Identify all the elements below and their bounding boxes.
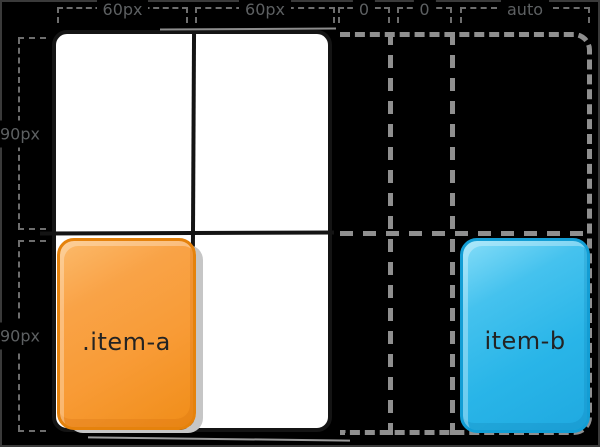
bracket-tick <box>338 7 340 23</box>
bracket-tick <box>57 7 59 23</box>
column-bracket-2: 60px <box>195 0 335 24</box>
row-grid-line <box>39 230 335 236</box>
grid-item-a: .item-a <box>57 238 196 430</box>
column-bracket-4: 0 <box>397 0 452 24</box>
row-track-label: 90px <box>0 120 41 147</box>
implicit-row-line <box>340 231 590 236</box>
column-bracket-1: 60px <box>57 0 188 24</box>
row-track-label: 90px <box>0 322 41 350</box>
bracket-tick <box>450 7 452 23</box>
column-track-label: 60px <box>96 0 149 20</box>
column-bracket-5: auto <box>460 0 590 24</box>
bracket-tick <box>588 7 590 23</box>
column-bracket-3: 0 <box>338 0 390 24</box>
bracket-tick <box>388 7 390 23</box>
column-track-label: auto <box>500 0 550 20</box>
sketch-stroke-bottom <box>87 436 351 442</box>
grid-item-a-label: .item-a <box>82 328 171 356</box>
column-track-label: 0 <box>413 0 436 20</box>
bracket-tick <box>18 430 46 432</box>
column-track-label: 60px <box>239 0 291 20</box>
bracket-tick <box>397 7 399 23</box>
bracket-tick <box>18 228 46 230</box>
row-bracket-2: 90px <box>0 240 48 432</box>
bracket-tick <box>195 7 197 23</box>
implicit-grid-region <box>340 32 592 435</box>
grid-item-b-label: item-b <box>484 326 566 355</box>
column-track-label: 0 <box>352 0 376 20</box>
bracket-tick <box>460 7 462 23</box>
bracket-tick <box>18 37 46 39</box>
bracket-tick <box>186 7 188 23</box>
grid-item-b: item-b <box>460 238 590 433</box>
bracket-tick <box>333 7 335 23</box>
row-bracket-1: 90px <box>0 37 48 230</box>
bracket-tick <box>18 240 46 242</box>
